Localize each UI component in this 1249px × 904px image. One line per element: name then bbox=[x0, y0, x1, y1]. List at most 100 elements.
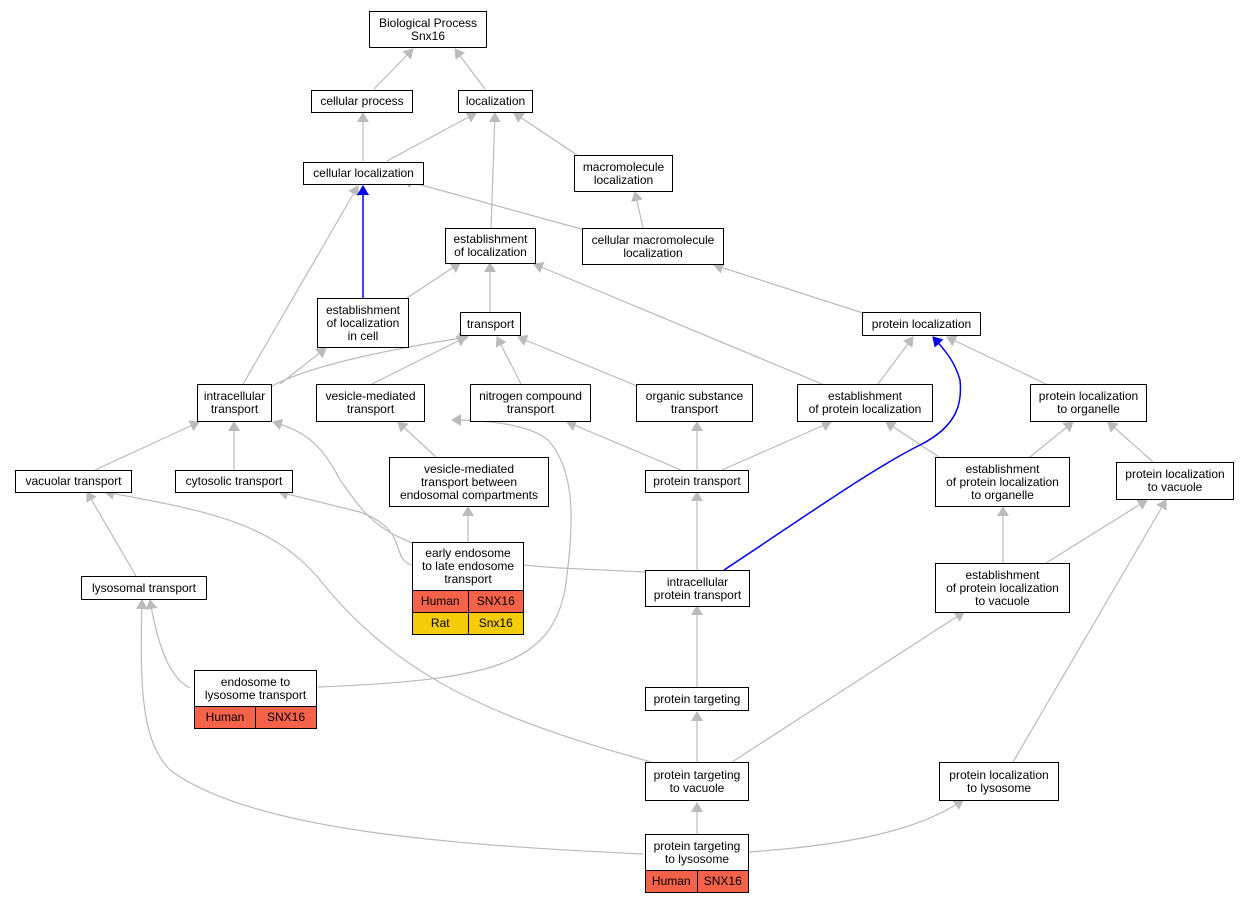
edge bbox=[242, 185, 359, 385]
edge bbox=[371, 335, 467, 385]
node-label: establishment of localization in cell bbox=[325, 302, 401, 343]
node-label: protein localization to vacuole bbox=[1125, 467, 1225, 494]
edge bbox=[1012, 499, 1167, 763]
edge bbox=[397, 421, 437, 458]
go-term-node[interactable]: protein targeting bbox=[645, 687, 749, 711]
node-label: cellular macromolecule localization bbox=[591, 232, 715, 260]
go-term-node[interactable]: macromolecule localization bbox=[574, 155, 673, 192]
node-label: macromolecule localization bbox=[582, 159, 665, 187]
node-label: intracellular protein transport bbox=[653, 574, 742, 602]
edge bbox=[373, 48, 414, 90]
annotation-row: Human SNX16 bbox=[646, 870, 748, 892]
edge bbox=[517, 334, 638, 387]
annotation-row: Human SNX16 bbox=[413, 590, 523, 612]
species-cell: Human bbox=[205, 710, 245, 724]
go-term-node[interactable]: establishment of protein localization to… bbox=[935, 563, 1070, 613]
edge bbox=[145, 599, 191, 689]
go-term-node[interactable]: protein localization bbox=[862, 312, 981, 336]
go-term-node[interactable]: cytosolic transport bbox=[175, 470, 293, 493]
node-label: establishment of protein localization bbox=[808, 389, 922, 416]
edge bbox=[104, 487, 652, 763]
go-term-node[interactable]: establishment of protein localization bbox=[797, 384, 933, 422]
go-term-node[interactable]: protein localization to vacuole bbox=[1116, 462, 1234, 500]
node-label: protein localization to organelle bbox=[1038, 389, 1139, 416]
species-cell: Rat bbox=[430, 616, 450, 630]
edge bbox=[946, 335, 1047, 385]
go-term-node[interactable]: cellular localization bbox=[303, 162, 424, 185]
edge bbox=[406, 262, 461, 299]
go-term-node-annotated[interactable]: early endosome to late endosome transpor… bbox=[412, 542, 524, 635]
go-term-node[interactable]: protein targeting to vacuole bbox=[645, 762, 749, 801]
go-term-node[interactable]: intracellular transport bbox=[197, 384, 272, 422]
go-term-node[interactable]: organic substance transport bbox=[636, 384, 753, 422]
node-label: establishment of localization bbox=[453, 232, 528, 259]
edge bbox=[747, 799, 964, 853]
edge bbox=[317, 414, 572, 688]
go-term-node[interactable]: cellular process bbox=[311, 90, 413, 113]
edge bbox=[513, 112, 578, 156]
go-term-node[interactable]: establishment of localization bbox=[445, 228, 536, 264]
node-label: lysosomal transport bbox=[91, 580, 197, 595]
node-label: protein localization bbox=[871, 316, 972, 331]
node-label: organic substance transport bbox=[645, 389, 744, 416]
node-label: protein targeting bbox=[653, 691, 741, 706]
node-label: establishment of protein localization to… bbox=[946, 567, 1059, 608]
node-label: cellular process bbox=[320, 94, 404, 108]
node-label: nitrogen compound transport bbox=[479, 389, 582, 416]
go-term-node[interactable]: localization bbox=[458, 90, 533, 113]
node-label: cytosolic transport bbox=[185, 474, 283, 488]
edge bbox=[1045, 499, 1148, 564]
go-term-node[interactable]: vacuolar transport bbox=[15, 470, 132, 493]
go-term-node[interactable]: cellular macromolecule localization bbox=[582, 228, 724, 265]
node-label: endosome to lysosome transport bbox=[204, 674, 307, 702]
go-term-node[interactable]: protein localization to lysosome bbox=[939, 762, 1059, 801]
highlight-edge bbox=[723, 336, 962, 571]
go-term-node[interactable]: lysosomal transport bbox=[81, 576, 207, 600]
go-term-node[interactable]: protein transport bbox=[645, 470, 749, 493]
go-term-node[interactable]: nitrogen compound transport bbox=[470, 384, 591, 422]
node-label: protein localization to lysosome bbox=[949, 767, 1049, 795]
edge bbox=[877, 336, 914, 385]
edge bbox=[631, 191, 644, 229]
go-term-node-annotated[interactable]: endosome to lysosome transport Human SNX… bbox=[194, 670, 317, 729]
go-term-node[interactable]: transport bbox=[460, 312, 521, 336]
edge bbox=[495, 336, 522, 385]
edge bbox=[713, 262, 867, 315]
edge bbox=[1029, 421, 1074, 458]
go-term-node[interactable]: vesicle-mediated transport bbox=[316, 384, 425, 422]
node-label: intracellular transport bbox=[203, 389, 266, 416]
node-label: protein transport bbox=[653, 474, 741, 488]
node-label: vesicle-mediated transport bbox=[325, 389, 416, 416]
node-label: vacuolar transport bbox=[25, 474, 122, 488]
go-term-node[interactable]: vesicle-mediated transport between endos… bbox=[389, 457, 549, 507]
node-label: early endosome to late endosome transpor… bbox=[421, 546, 515, 586]
node-label: protein targeting to vacuole bbox=[653, 767, 741, 795]
go-term-node[interactable]: protein localization to organelle bbox=[1030, 384, 1147, 422]
edge bbox=[885, 421, 940, 458]
edge bbox=[279, 347, 327, 385]
gene-cell: SNX16 bbox=[255, 707, 316, 728]
edge bbox=[386, 111, 477, 162]
species-cell: Human bbox=[420, 594, 460, 608]
go-term-node[interactable]: establishment of protein localization to… bbox=[935, 457, 1070, 507]
edge bbox=[278, 488, 413, 566]
species-cell: Human bbox=[651, 874, 691, 888]
edge bbox=[94, 420, 200, 471]
node-label: protein targeting to lysosome bbox=[653, 838, 741, 866]
go-term-node[interactable]: establishment of localization in cell bbox=[317, 298, 409, 348]
node-label: transport bbox=[466, 316, 515, 331]
go-term-node[interactable]: intracellular protein transport bbox=[645, 570, 750, 607]
edge bbox=[454, 48, 486, 90]
edge bbox=[271, 332, 469, 387]
edge bbox=[135, 599, 644, 855]
edge bbox=[566, 419, 682, 471]
go-term-node-annotated[interactable]: protein targeting to lysosome Human SNX1… bbox=[645, 834, 749, 893]
edge bbox=[731, 611, 965, 763]
gene-cell: SNX16 bbox=[467, 591, 524, 612]
annotation-row: Human SNX16 bbox=[195, 706, 316, 728]
go-term-node[interactable]: Biological Process Snx16 bbox=[369, 11, 487, 48]
annotation-row: Rat Snx16 bbox=[413, 612, 523, 634]
edge bbox=[1107, 421, 1154, 463]
node-label: establishment of protein localization to… bbox=[946, 461, 1059, 502]
edge bbox=[721, 420, 832, 471]
